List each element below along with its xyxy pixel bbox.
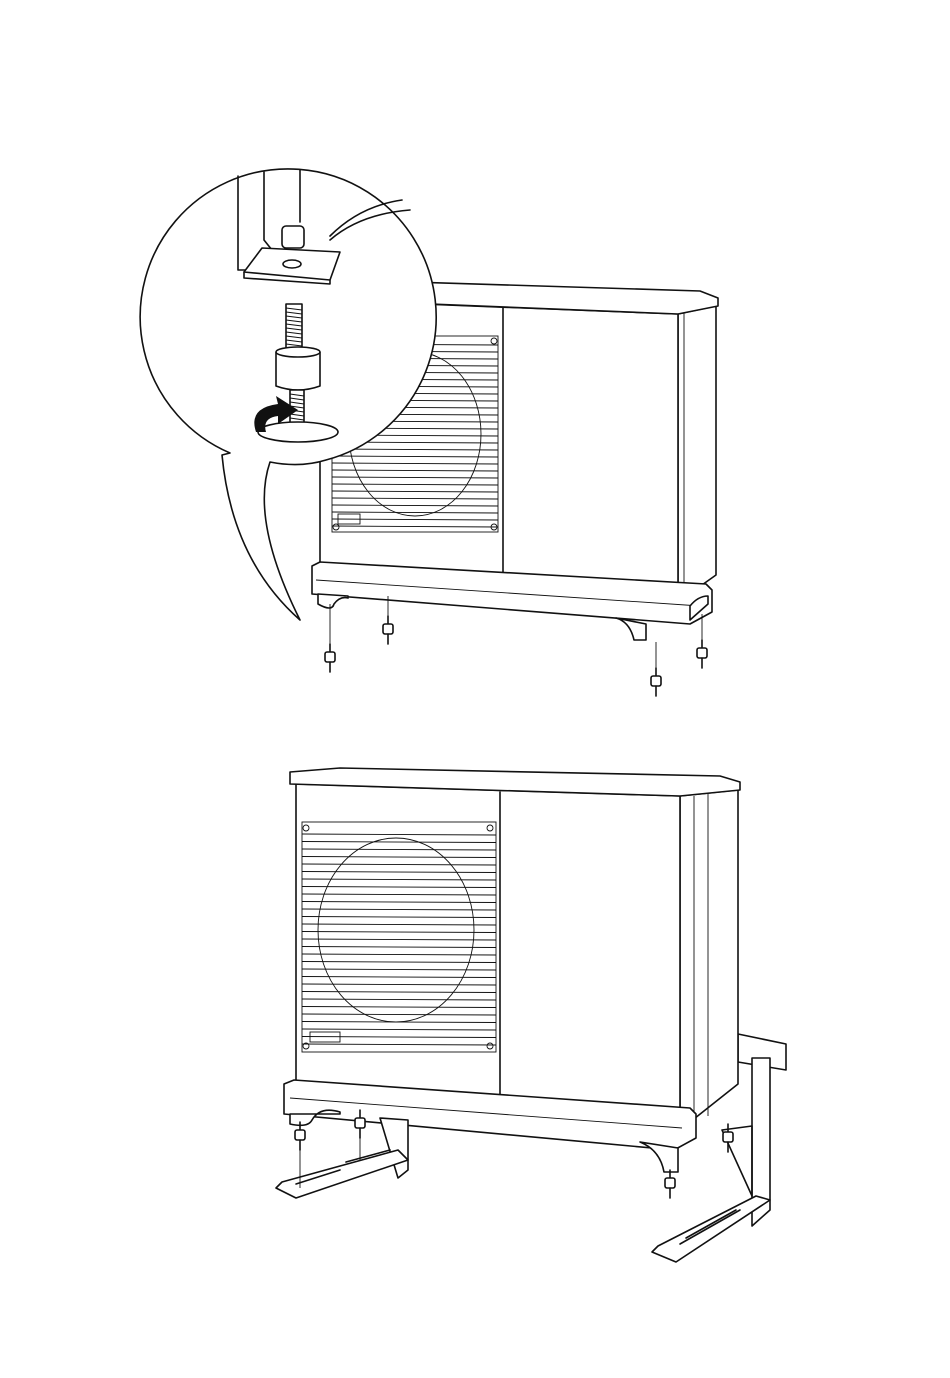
damper [325, 644, 335, 672]
damper [295, 1122, 305, 1150]
unit-front-panel [296, 784, 680, 1130]
base-right-foot [616, 618, 646, 640]
damper [651, 668, 661, 696]
base-left-foot [318, 594, 348, 608]
damper [383, 616, 393, 644]
threaded-stud [286, 304, 302, 352]
damper [665, 1170, 675, 1198]
washer [258, 422, 338, 442]
damper [697, 640, 707, 668]
vibration-dampers [325, 616, 707, 696]
rubber-damper [276, 347, 320, 390]
unit-side-panel [680, 790, 738, 1130]
heat-pump-unit-bottom [276, 768, 786, 1262]
